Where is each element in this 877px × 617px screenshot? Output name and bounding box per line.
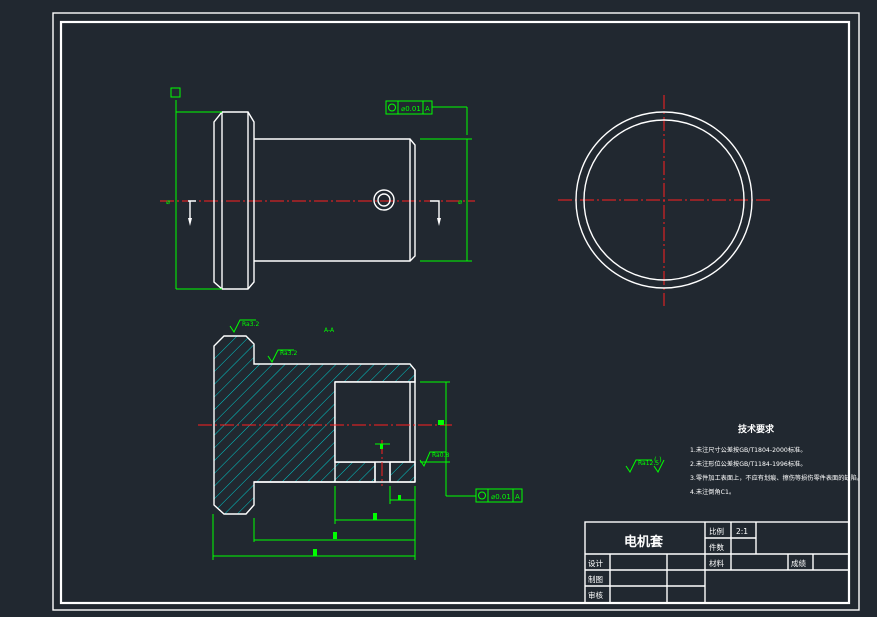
inner-frame — [59, 20, 851, 605]
front-view: ⌀0.01 A ⌀ ⌀ — [160, 87, 475, 290]
design-label: 设计 — [588, 558, 603, 568]
tech-line-3: 3.零件加工表面上，不应有划痕、擦伤等损伤零件表面的缺陷。 — [690, 474, 863, 482]
section-view: Ra3.2 Ra3.2 Ra0.8 A-A ⌀0.01 A — [198, 319, 523, 560]
tech-line-1: 1.未注尺寸公差按GB/T1804-2000标准。 — [690, 446, 806, 454]
front-tolerance-value: ⌀0.01 — [401, 105, 421, 113]
roughness-top: Ra3.2 — [242, 321, 259, 328]
drawn-label: 制图 — [588, 574, 603, 584]
dim-flange-diameter: ⌀ — [166, 198, 170, 206]
part-name: 电机套 — [624, 534, 664, 550]
material-label: 材料 — [709, 558, 724, 568]
side-view — [558, 95, 772, 306]
section-tolerance-value: ⌀0.01 — [491, 493, 511, 501]
roughness-mid: Ra3.2 — [280, 350, 297, 357]
tech-line-4: 4.未注倒角C1。 — [690, 488, 735, 496]
tech-line-2: 2.未注形位公差按GB/T1184-1996标准。 — [690, 460, 806, 468]
roughness-bore: Ra0.8 — [432, 452, 449, 459]
roughness-general: Ra12.5 — [638, 460, 659, 467]
outer-frame — [52, 12, 860, 611]
scale-value: 2:1 — [736, 527, 748, 536]
svg-text:( ): ( ) — [654, 456, 662, 464]
tech-requirements: 技术要求 1.未注尺寸公差按GB/T1804-2000标准。 2.未注形位公差按… — [690, 423, 863, 496]
general-roughness: Ra12.5 ( ) — [625, 456, 665, 473]
count-label: 件数 — [709, 542, 724, 552]
grade-label: 成绩 — [791, 558, 806, 568]
review-label: 审核 — [588, 590, 603, 600]
dim-body-diameter: ⌀ — [458, 198, 462, 206]
tech-title: 技术要求 — [738, 423, 775, 435]
title-block: 电机套 比例 2:1 件数 设计 材料 成绩 制图 审核 — [584, 521, 850, 604]
scale-label: 比例 — [709, 526, 724, 536]
front-tolerance-datum: A — [425, 105, 430, 113]
section-label: A-A — [324, 327, 335, 334]
section-tolerance-datum: A — [515, 493, 520, 501]
